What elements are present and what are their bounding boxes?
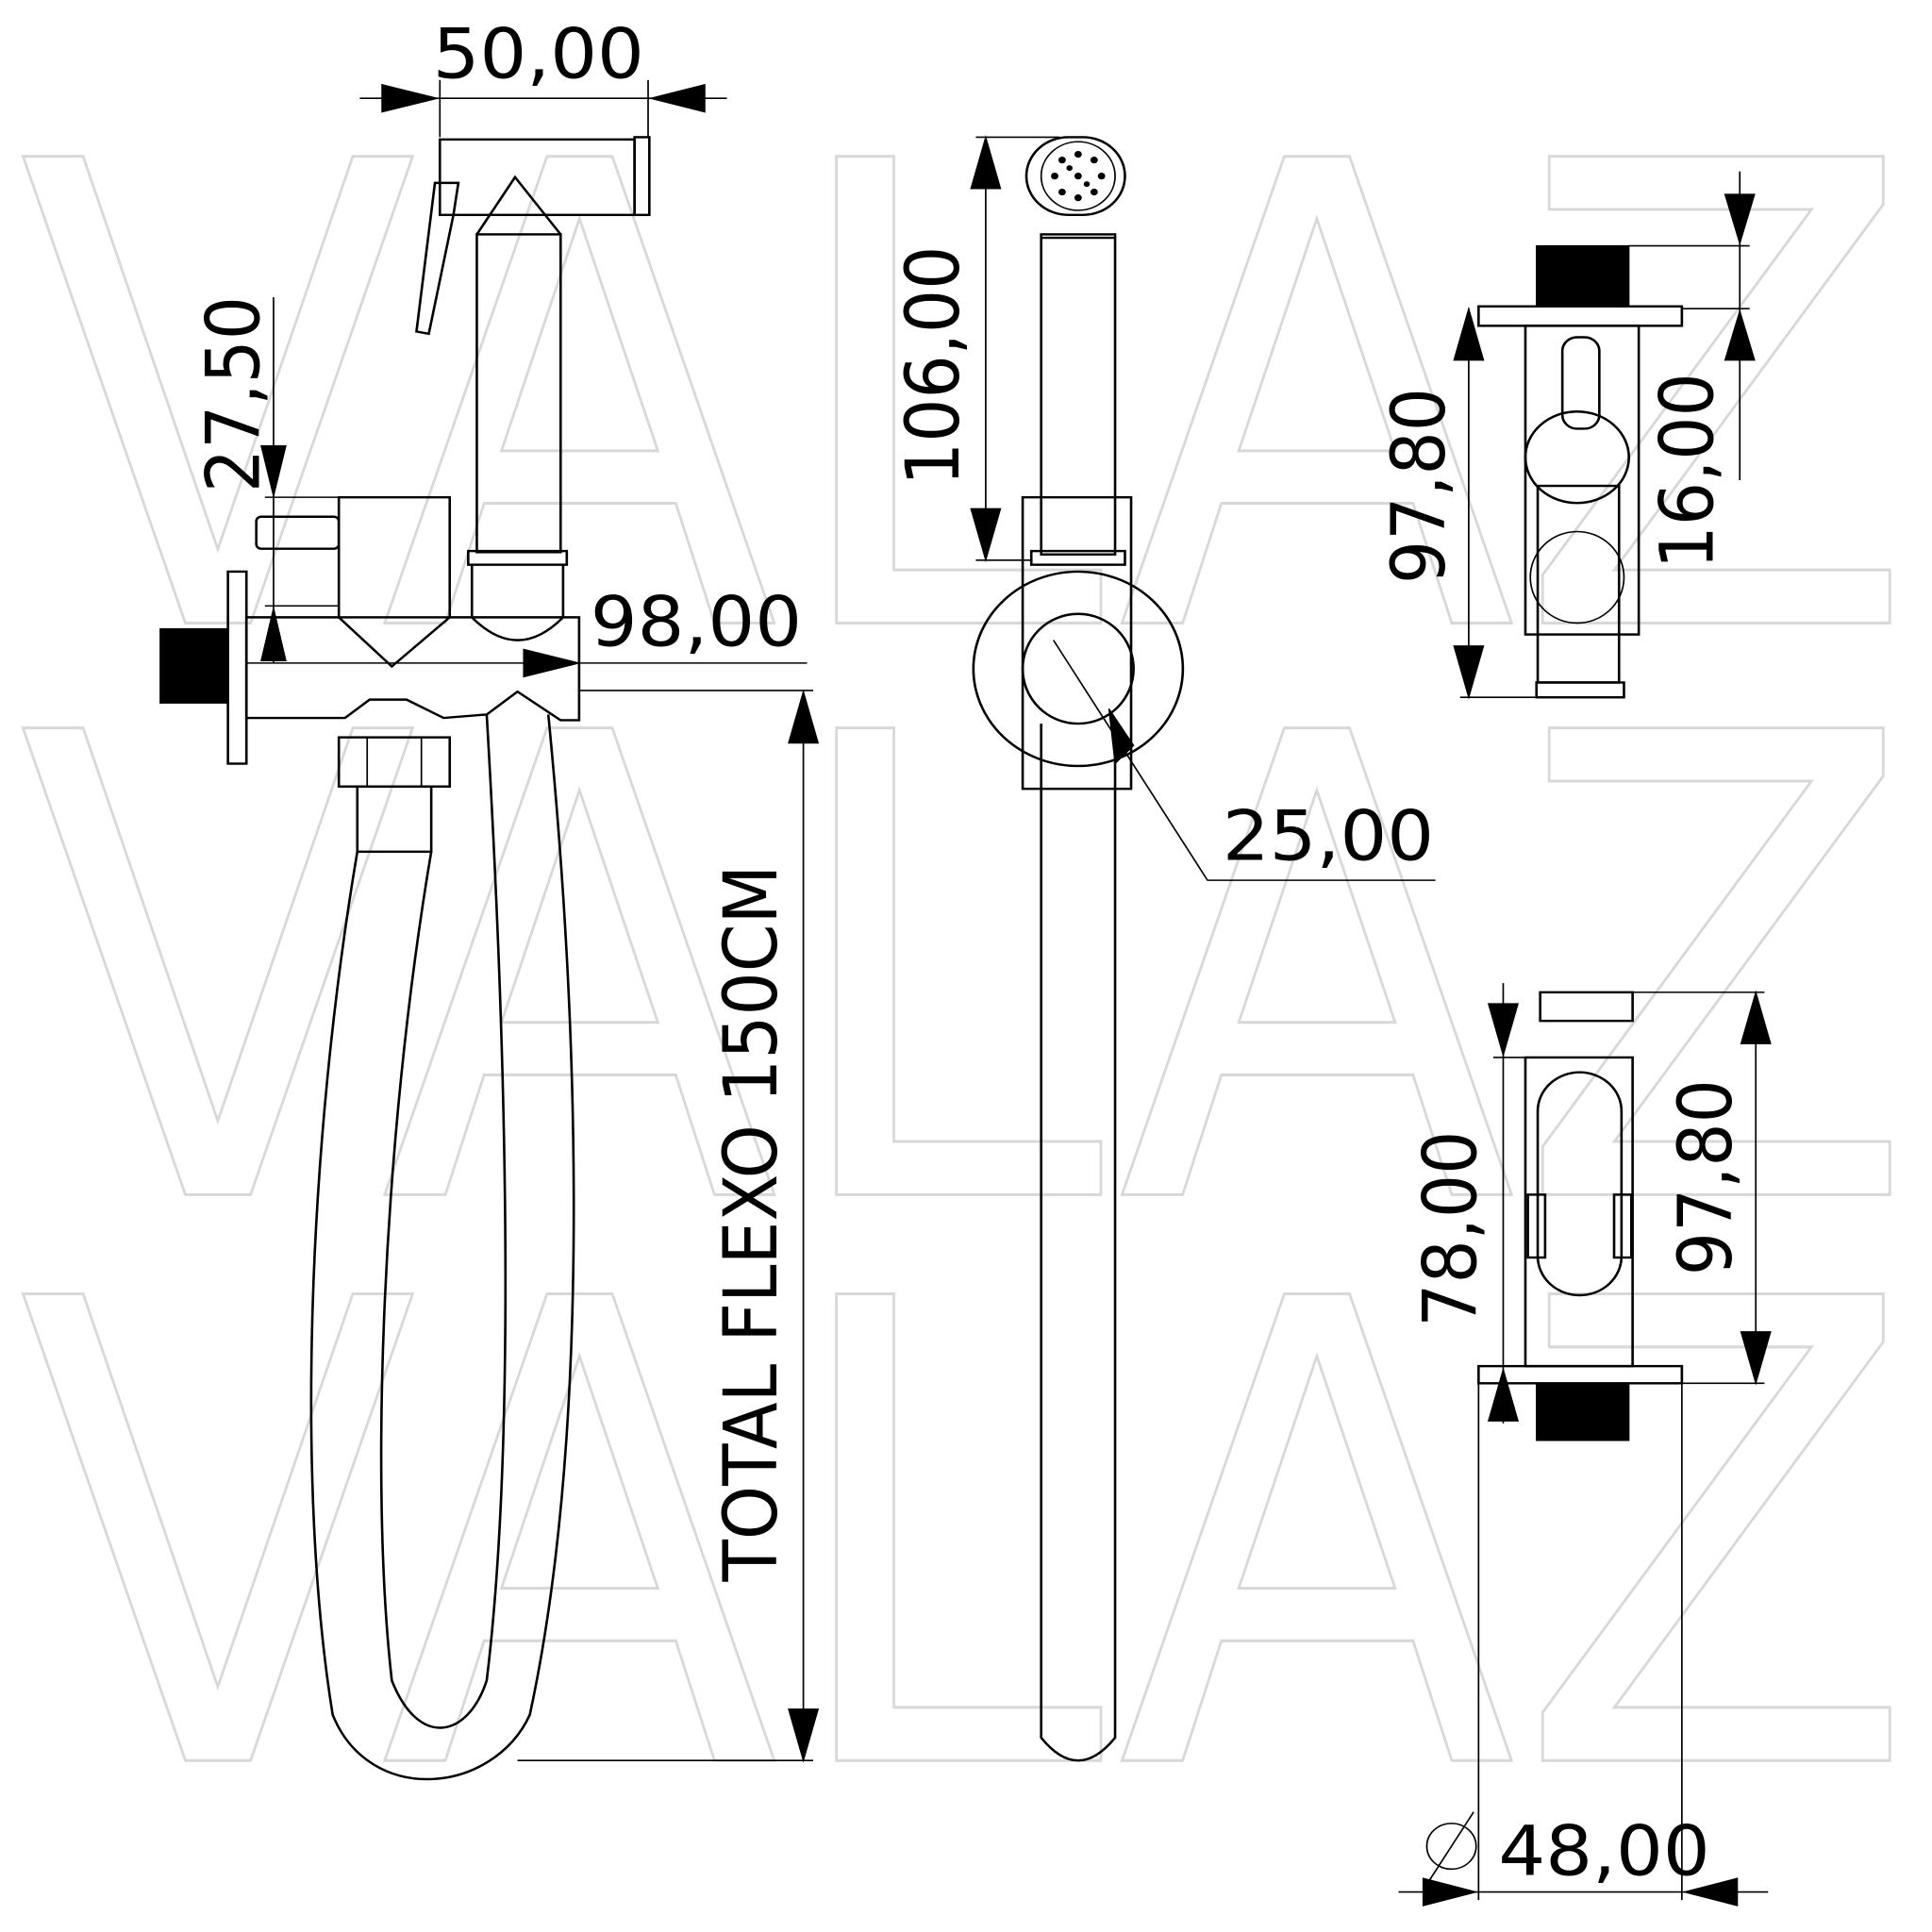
diameter-symbol-icon	[1425, 1811, 1477, 1881]
svg-text:97,80: 97,80	[1375, 388, 1461, 584]
bottom-view-drawing	[1477, 991, 1684, 1441]
dimension-valve-offset: 27,50	[191, 296, 340, 663]
svg-text:50,00: 50,00	[433, 14, 644, 94]
svg-text:98,00: 98,00	[591, 582, 802, 662]
watermark: VALAZ VALAZ VALAZ	[17, 28, 1918, 1914]
dimension-body-length: 98,00	[246, 582, 814, 691]
dimension-thread-length: 16,00	[1628, 171, 1756, 569]
svg-text:VALAZ: VALAZ	[19, 1167, 1916, 1912]
svg-text:TOTAL FLEXO 150CM: TOTAL FLEXO 150CM	[708, 865, 793, 1583]
dimension-top-view-height: 97,80	[1375, 306, 1537, 700]
dimension-knob-diameter: 25,00	[1053, 640, 1436, 881]
dimension-sprayer-length: 106,00	[891, 135, 1060, 563]
svg-text:106,00: 106,00	[891, 246, 976, 486]
dimension-bottom-view-offset: 78,00	[1407, 983, 1525, 1424]
top-view-drawing	[1477, 244, 1684, 699]
svg-text:VALAZ: VALAZ	[19, 601, 1916, 1346]
svg-text:27,50: 27,50	[191, 296, 276, 492]
dimension-head-width: 50,00	[359, 14, 727, 138]
svg-text:VALAZ: VALAZ	[19, 29, 1916, 774]
svg-text:48,00: 48,00	[1498, 1811, 1709, 1891]
side-view-drawing	[159, 136, 651, 1781]
svg-text:16,00: 16,00	[1644, 373, 1730, 569]
front-view-drawing	[972, 136, 1185, 1762]
svg-text:78,00: 78,00	[1407, 1131, 1493, 1327]
dimension-bottom-view-height: 97,80	[1632, 990, 1772, 1386]
svg-text:97,80: 97,80	[1663, 1079, 1749, 1275]
dimension-plate-diameter: 48,00	[1398, 1383, 1769, 1907]
svg-text:25,00: 25,00	[1223, 796, 1434, 876]
dimension-hose-length: TOTAL FLEXO 150CM	[517, 689, 820, 1763]
